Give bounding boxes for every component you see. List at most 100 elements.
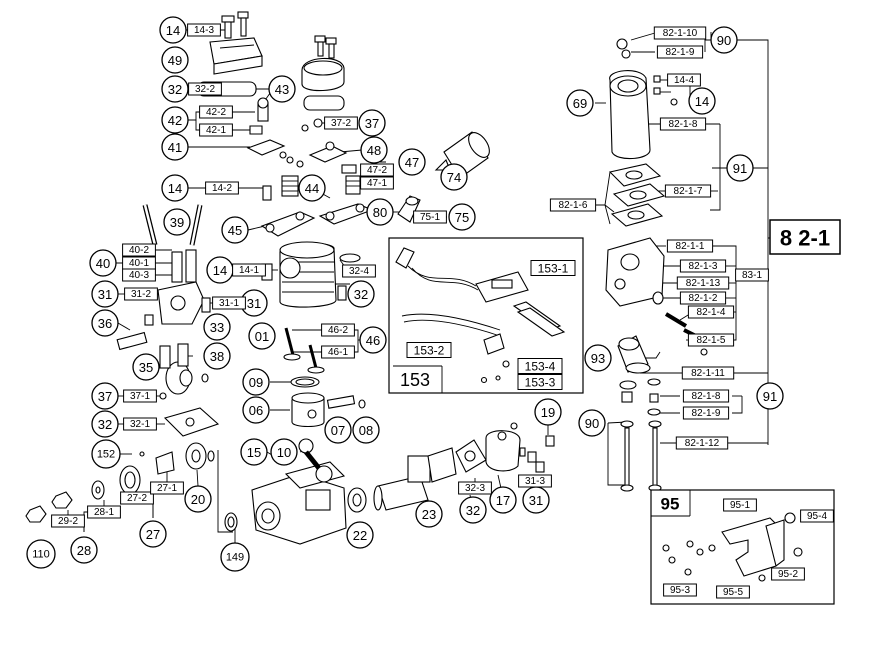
callout-box-label: 14-2 xyxy=(212,183,232,194)
callout-box-frame xyxy=(187,23,221,37)
callout-box: 31-2 xyxy=(124,287,158,301)
callout-circle-ring xyxy=(161,174,189,202)
callout-circle-ring xyxy=(688,87,716,115)
callout-circle: 14 xyxy=(206,256,234,284)
callout-box-label: 37-2 xyxy=(331,118,351,129)
callout-box: 82-1-3 xyxy=(679,259,727,273)
callout-box-label: 153-1 xyxy=(538,262,569,276)
callout-circle-ring xyxy=(161,46,189,74)
callout-box-label: 82-1-8 xyxy=(669,119,698,130)
callout-box: 82-1-7 xyxy=(664,184,712,198)
callout-circle-label: 75 xyxy=(455,210,469,225)
callout-circle-label: 48 xyxy=(367,143,381,158)
callout-box: 40-2 xyxy=(122,243,156,257)
callout-circle: 74 xyxy=(440,163,468,191)
callout-box-label: 47-1 xyxy=(367,178,387,189)
elbow-69 xyxy=(609,38,678,160)
callout-circle-label: 31 xyxy=(529,493,543,508)
callout-circle: 23 xyxy=(415,500,443,528)
rocker-arms-44 xyxy=(260,203,374,237)
nozzle-75 xyxy=(397,195,421,223)
gear-35 xyxy=(165,361,209,395)
inset-95-title: 95 xyxy=(661,495,680,514)
callout-circle-ring xyxy=(359,326,387,354)
callout-box-label: 82-1-11 xyxy=(691,368,725,379)
callout-box-label: 153-3 xyxy=(525,376,556,390)
callout-box-frame xyxy=(199,123,233,137)
callout-box-label: 95-1 xyxy=(730,500,750,511)
callout-circle: 37 xyxy=(358,109,386,137)
callout-circle-ring xyxy=(139,520,167,548)
callout-circle-label: 14 xyxy=(213,263,227,278)
callout-circle-ring xyxy=(448,203,476,231)
callout-circle-label: 19 xyxy=(541,405,555,420)
callout-box-frame xyxy=(656,45,704,59)
callout-box: 40-3 xyxy=(122,268,156,282)
callout-box-frame xyxy=(321,323,355,337)
callout-box: 42-2 xyxy=(199,105,233,119)
callout-box: 82-1-8 xyxy=(659,117,707,131)
callout-circle-label: 91 xyxy=(733,161,747,176)
callout-box-frame xyxy=(675,436,729,450)
callout-box-frame xyxy=(199,105,233,119)
callout-circle-ring xyxy=(203,342,231,370)
callout-circle: 32 xyxy=(161,75,189,103)
callout-box: 27-1 xyxy=(150,481,184,495)
callout-box: 42-1 xyxy=(199,123,233,137)
callout-box-frame xyxy=(679,259,727,273)
main-reference: 8 2-1 xyxy=(769,219,841,255)
callout-circle-ring xyxy=(70,536,98,564)
callout-box-frame xyxy=(667,73,701,87)
callout-circle: 15 xyxy=(240,438,268,466)
callout-box-frame xyxy=(342,264,376,278)
callout-circle-label: 42 xyxy=(168,113,182,128)
callout-box-frame xyxy=(517,358,563,374)
callout-box: 153-4 xyxy=(517,358,563,374)
cylinder-head xyxy=(261,241,361,308)
callout-circle-label: 38 xyxy=(210,349,224,364)
callout-box-label: 27-1 xyxy=(157,483,177,494)
callout-circle-ring xyxy=(161,75,189,103)
sub-part-boxes: 14-332-242-242-137-247-247-114-275-140-2… xyxy=(51,23,834,599)
pin-07 xyxy=(326,395,366,409)
callout-box-frame xyxy=(659,117,707,131)
callout-box-label: 82-1-2 xyxy=(689,293,718,304)
ring-149 xyxy=(224,512,238,532)
callout-circle-label: 90 xyxy=(717,33,731,48)
callout-box-frame xyxy=(122,268,156,282)
callout-circle-label: 40 xyxy=(96,256,110,271)
callout-circle-label: 23 xyxy=(422,507,436,522)
callout-box-frame xyxy=(771,567,805,581)
springs-47 xyxy=(262,164,361,201)
main-reference-label: 8 2-1 xyxy=(780,226,830,251)
callout-circle: 36 xyxy=(91,309,119,337)
callout-box: 75-1 xyxy=(413,210,447,224)
callout-circle: 32 xyxy=(459,496,487,524)
callout-box-label: 75-1 xyxy=(420,212,440,223)
callout-circle: 47 xyxy=(398,148,426,176)
callout-circle-ring xyxy=(298,174,326,202)
inset-153-title: 153 xyxy=(400,370,430,390)
callout-circle: 90 xyxy=(710,26,738,54)
callout-circle-ring xyxy=(358,109,386,137)
cover-17 xyxy=(485,422,521,472)
callout-box-frame xyxy=(663,583,697,597)
callout-box-label: 82-1-8 xyxy=(692,391,721,402)
callout-box: 82-1-5 xyxy=(687,333,735,347)
callout-box-label: 40-2 xyxy=(129,245,149,256)
inset-95-bracket xyxy=(650,489,835,605)
screws-31-3 xyxy=(519,435,555,473)
callout-circle-label: 44 xyxy=(305,181,319,196)
callout-circle: 149 xyxy=(220,542,250,572)
callout-circle: 43 xyxy=(268,75,296,103)
callout-box: 32-4 xyxy=(342,264,376,278)
callout-box-frame xyxy=(458,481,492,495)
callout-circle-ring xyxy=(459,496,487,524)
callout-box-frame xyxy=(664,184,712,198)
callout-circle-label: 69 xyxy=(573,96,587,111)
gasket-32-1 xyxy=(163,407,220,437)
callout-circle: 01 xyxy=(248,322,276,350)
callout-box-label: 46-2 xyxy=(328,325,348,336)
callout-box: 32-1 xyxy=(123,417,157,431)
callout-circle-ring xyxy=(346,521,374,549)
